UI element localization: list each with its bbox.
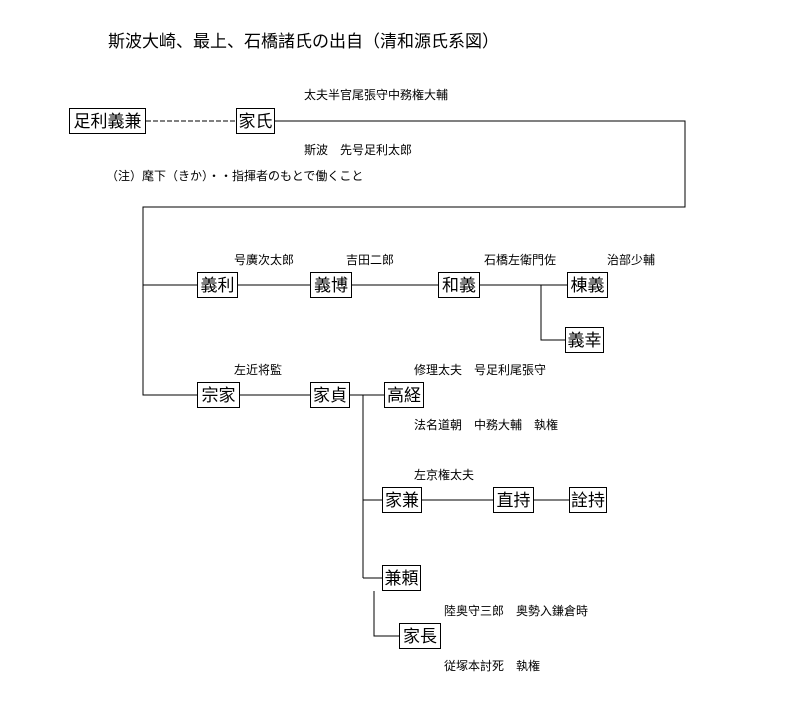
connector-kaneyori-ienaga bbox=[373, 591, 399, 637]
note-yoshihiro: 吉田二郎 bbox=[346, 253, 395, 267]
person-naomochi: 直持 bbox=[493, 487, 534, 513]
note-ieuji-title: 太夫半官尾張守中務権大輔 bbox=[304, 88, 449, 102]
person-muneyoshi: 棟義 bbox=[567, 272, 608, 298]
note-muneie: 左近将監 bbox=[234, 363, 283, 377]
note-kazuyoshi: 石橋左衛門佐 bbox=[484, 253, 557, 267]
person-takatsune: 高経 bbox=[384, 382, 424, 408]
note-yoshitoshi: 号廣次太郎 bbox=[234, 253, 295, 267]
person-ieuji: 家氏 bbox=[236, 108, 275, 134]
footnote: （注）麾下（きか）・・指揮者のもとで働くこと bbox=[106, 169, 364, 183]
person-kazuyoshi: 和義 bbox=[438, 272, 480, 298]
page-title: 斯波大崎、最上、石橋諸氏の出自（清和源氏系図） bbox=[108, 32, 499, 52]
note-ienaga: 従塚本討死 執権 bbox=[444, 659, 541, 673]
person-yoshihiro: 義博 bbox=[310, 272, 352, 298]
connector-kazuyoshi-yoshiyuki bbox=[540, 285, 565, 341]
person-muneie: 宗家 bbox=[197, 382, 240, 408]
person-iesada: 家貞 bbox=[310, 382, 350, 408]
person-yoshitoshi: 義利 bbox=[197, 272, 238, 298]
note-takatsune-title: 修理太夫 号足利尾張守 bbox=[414, 363, 547, 377]
person-yoshiyuki: 義幸 bbox=[565, 327, 604, 353]
note-muneyoshi: 治部少輔 bbox=[607, 253, 656, 267]
note-iekane: 左京権太夫 bbox=[414, 468, 475, 482]
connector-ieuji-children bbox=[142, 120, 686, 396]
person-iekane: 家兼 bbox=[382, 487, 422, 513]
person-ienaga: 家長 bbox=[399, 623, 441, 649]
person-akimochi: 詮持 bbox=[569, 487, 607, 513]
note-takatsune-posthumous: 法名道朝 中務大輔 執権 bbox=[414, 418, 559, 432]
person-kaneyori: 兼頼 bbox=[382, 565, 421, 591]
person-ashikaga-yoshikane: 足利義兼 bbox=[69, 108, 146, 134]
note-kaneyori: 陸奥守三郎 奥勢入鎌倉時 bbox=[444, 604, 589, 618]
note-ieuji-alias: 斯波 先号足利太郎 bbox=[304, 143, 413, 157]
